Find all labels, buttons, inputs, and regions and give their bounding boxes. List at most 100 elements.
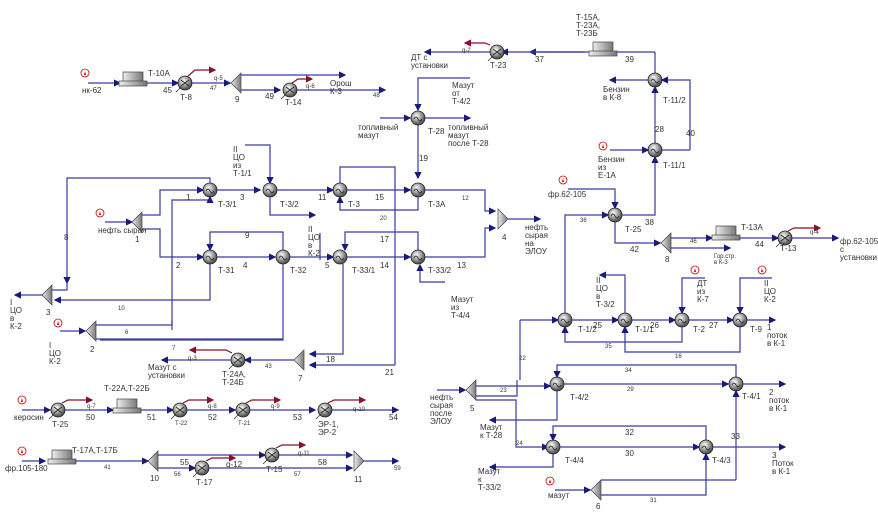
heat-exchanger-icon[interactable] (647, 72, 663, 88)
feed-source-icon (17, 395, 27, 405)
heat-label: q-7 (87, 404, 96, 410)
heat-exchanger-icon[interactable] (332, 182, 348, 198)
equipment-label: Т-1/1 (635, 325, 654, 334)
cooler-icon[interactable] (233, 402, 251, 420)
product-label: Т-33/2 (478, 483, 502, 492)
splitter-icon[interactable] (230, 72, 242, 94)
cooler-icon[interactable] (280, 82, 298, 100)
mixer-icon[interactable] (497, 208, 509, 230)
splitter-icon[interactable] (660, 232, 672, 254)
stream-label: 12 (462, 196, 469, 202)
equipment-label: ЭР-1, (318, 420, 338, 429)
heat-exchanger-icon[interactable] (674, 312, 690, 328)
heat-exchanger-icon[interactable] (732, 312, 748, 328)
hot-train: Т-1/2 25 II ЦО в Т-3/2 Т-1/1 26 ДТ из К-… (519, 265, 788, 380)
equipment-label: Т-23А, (576, 21, 600, 30)
heat-exchanger-icon[interactable] (545, 439, 561, 455)
line-benzin: Т-15А, Т-23А, Т-23Б 39 37 Т-23 q-2 ДТ с … (411, 13, 695, 180)
heat-exchanger-icon[interactable] (202, 182, 218, 198)
product-label: Орош (330, 79, 352, 88)
stream-label: 46 (690, 239, 697, 245)
stream-label: 22 (519, 356, 526, 362)
equipment-label: Т-3 (348, 200, 361, 209)
stream-label: 26 (650, 321, 659, 330)
air-cooler-icon[interactable] (112, 398, 142, 414)
heat-exchanger-icon[interactable] (332, 249, 348, 265)
cooler-icon[interactable] (192, 460, 210, 478)
heat-exchanger-icon[interactable] (549, 376, 565, 392)
feed-source-icon (53, 318, 63, 328)
heat-exchanger-icon[interactable] (410, 110, 426, 126)
heat-exchanger-icon[interactable] (607, 207, 623, 223)
splitter-label: 5 (470, 404, 475, 413)
product-label: сырая (525, 231, 548, 240)
feed-label: Т-4/4 (451, 311, 470, 320)
splitter-label: 1 (135, 235, 140, 244)
heat-exchanger-icon[interactable] (698, 439, 714, 455)
cooler-icon[interactable] (262, 447, 280, 465)
heat-exchanger-icon[interactable] (202, 249, 218, 265)
heat-exchanger-icon[interactable] (275, 249, 291, 265)
air-cooler-icon[interactable] (588, 41, 618, 57)
equipment-label: Т-31 (218, 266, 235, 275)
air-cooler-icon[interactable] (118, 71, 148, 87)
heat-exchanger-icon[interactable] (262, 182, 278, 198)
stream-label: 39 (625, 55, 634, 64)
product-label: в К-1 (772, 467, 791, 476)
splitter-icon[interactable] (41, 284, 53, 306)
stream-label: 29 (627, 387, 634, 393)
splitter-icon[interactable] (293, 349, 305, 371)
feed-source-icon (17, 446, 27, 456)
air-cooler-icon[interactable] (711, 225, 741, 241)
cooler-icon[interactable] (175, 75, 193, 93)
feed-label: фр.105-180 (5, 464, 48, 473)
cooler-icon[interactable] (487, 44, 505, 62)
equipment-label: Т-3/1 (218, 200, 237, 209)
feed-label: Мазут (451, 295, 474, 304)
splitter-icon[interactable] (465, 379, 477, 401)
equipment-label: Т-11/1 (663, 161, 686, 170)
product-label: к Т-28 (480, 431, 503, 440)
heat-exchanger-icon[interactable] (617, 312, 633, 328)
heat-exchanger-icon[interactable] (647, 142, 663, 158)
equipment-label: Т-15 (266, 465, 283, 474)
mixer-label: 11 (354, 475, 363, 484)
cooler-icon[interactable] (228, 352, 246, 370)
feed-label: из (697, 287, 705, 296)
equipment-label: Т-9 (750, 325, 763, 334)
product-label: на (525, 239, 534, 248)
stream-label: 18 (326, 355, 335, 364)
heat-label: q-4 (810, 230, 819, 236)
cooler-icon[interactable] (48, 402, 66, 420)
stream-label: 5 (325, 261, 330, 270)
product-label: К-2 (308, 249, 320, 258)
feed-label: ЦО (233, 153, 245, 162)
mixer-icon[interactable] (353, 450, 365, 472)
stream-label: 27 (709, 321, 718, 330)
mazut-train: нефть сырая после ЭЛОУ 5 23 22 Т-4/2 34 … (430, 356, 794, 511)
stream-label: 20 (380, 216, 387, 222)
stream-label: 47 (210, 86, 217, 92)
heat-exchanger-icon[interactable] (410, 249, 426, 265)
equipment-label: Т-23 (490, 61, 507, 70)
feed-label: нефть (430, 393, 453, 402)
heat-label: q-9 (271, 404, 280, 410)
equipment-label: Т-1/2 (578, 325, 597, 334)
product-label: ЦО (308, 233, 320, 242)
splitter-icon[interactable] (590, 479, 602, 501)
splitter-icon[interactable] (147, 450, 159, 472)
feed-label: Е-1А (598, 171, 616, 180)
stream-label: 17 (380, 235, 389, 244)
stream-label: 6 (125, 330, 129, 336)
cooler-icon[interactable] (170, 402, 188, 420)
cooler-icon[interactable] (315, 402, 333, 420)
fr62-line: фр.62-105 36 Т-25 38 42 8 46 Гор.стр. в … (548, 155, 878, 320)
feed-label: фр.62-105 (548, 190, 587, 199)
stream-label: 40 (686, 129, 695, 138)
splitter-icon[interactable] (85, 320, 97, 342)
heat-exchanger-icon[interactable] (410, 182, 426, 198)
equipment-label: Т-21 (238, 421, 251, 427)
feed-label: из (598, 163, 606, 172)
heat-exchanger-icon[interactable] (557, 312, 573, 328)
heat-exchanger-icon[interactable] (728, 376, 744, 392)
